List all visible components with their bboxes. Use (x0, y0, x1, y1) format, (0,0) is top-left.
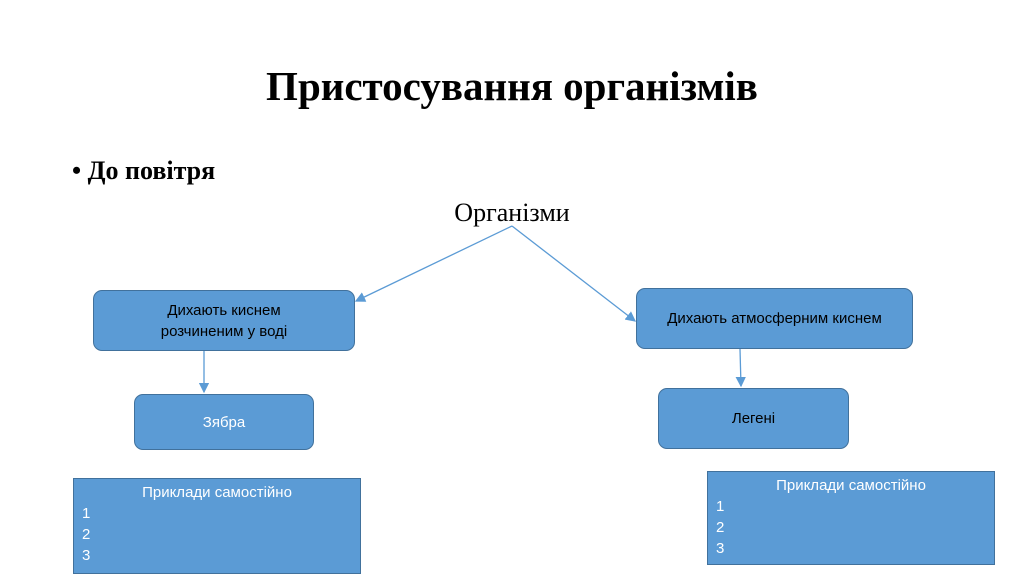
list-item: 3 (82, 547, 91, 564)
list-item: 2 (716, 519, 725, 536)
arrow-root-to-right (511, 225, 637, 322)
lungs-box: Легені (658, 388, 849, 449)
list-item: 3 (716, 540, 725, 557)
bullet-text: До повітря (87, 156, 216, 185)
left-branch-label: Дихають киснем розчиненим у воді (160, 301, 288, 340)
right-branch-label: Дихають атмосферним киснем (667, 310, 882, 327)
slide-title: Пристосування організмів (266, 63, 758, 109)
list-item: 2 (82, 526, 91, 543)
gills-label: Зябра (202, 413, 246, 431)
gills-box: Зябра (134, 394, 314, 450)
left-examples-header: Приклади самостійно (142, 484, 292, 501)
right-examples-box: Приклади самостійно 1 2 3 (707, 471, 995, 565)
left-branch-box: Дихають киснем розчиненим у воді (93, 290, 355, 351)
bullet-item: • До повітря (72, 156, 216, 185)
list-item: 1 (82, 505, 91, 522)
right-examples-header: Приклади самостійно (776, 477, 926, 494)
right-branch-box: Дихають атмосферним киснем (636, 288, 913, 349)
arrow-root-to-left (354, 225, 513, 302)
lungs-label: Легені (731, 410, 776, 427)
left-examples-box: Приклади самостійно 1 2 3 (73, 478, 361, 574)
list-item: 1 (716, 498, 725, 515)
root-node: Організми (454, 198, 570, 227)
arrow-right-to-lungs (735, 348, 746, 388)
